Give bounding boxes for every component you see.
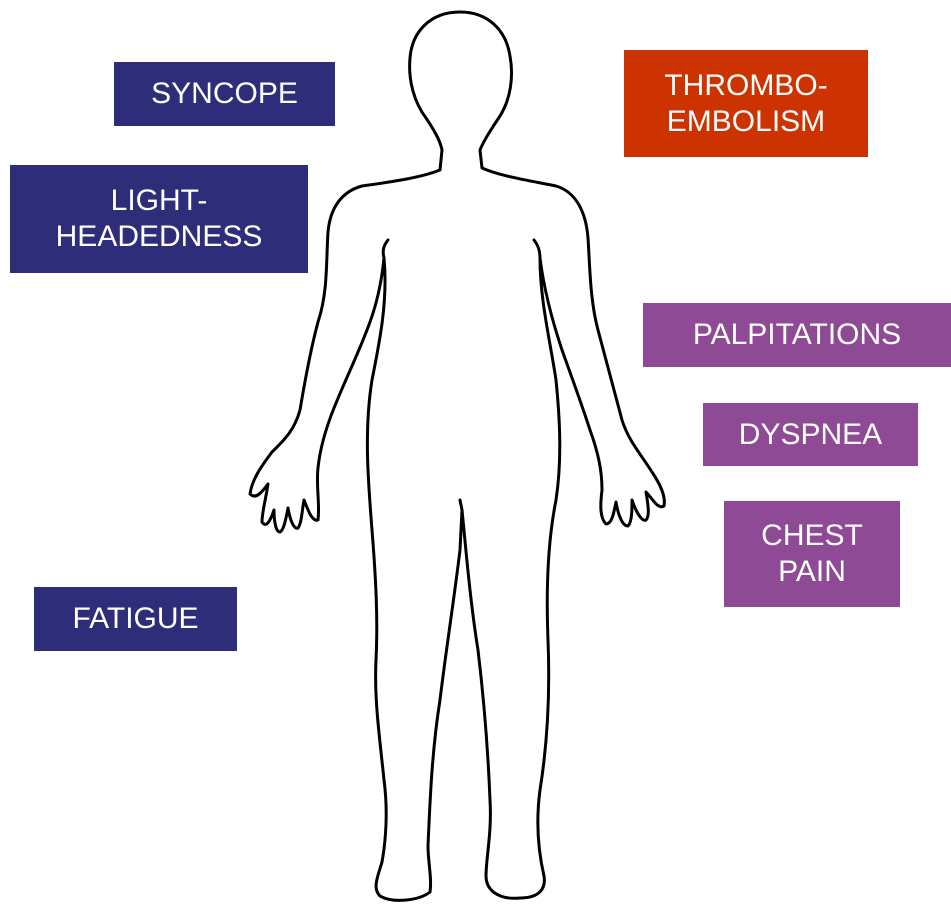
fatigue-label: FATIGUE [34, 587, 237, 651]
right-inner-arm-line [534, 240, 540, 258]
inner-leg-line [460, 500, 462, 510]
dyspnea-label: DYSPNEA [703, 403, 918, 466]
chest-pain-label: CHEST PAIN [724, 501, 900, 607]
left-inner-arm-line [383, 240, 388, 258]
body-silhouette [250, 12, 664, 900]
thromboembolism-label: THROMBO- EMBOLISM [624, 50, 868, 157]
palpitations-label: PALPITATIONS [643, 303, 951, 367]
syncope-label: SYNCOPE [114, 62, 335, 126]
lightheadedness-label: LIGHT- HEADEDNESS [10, 165, 308, 273]
